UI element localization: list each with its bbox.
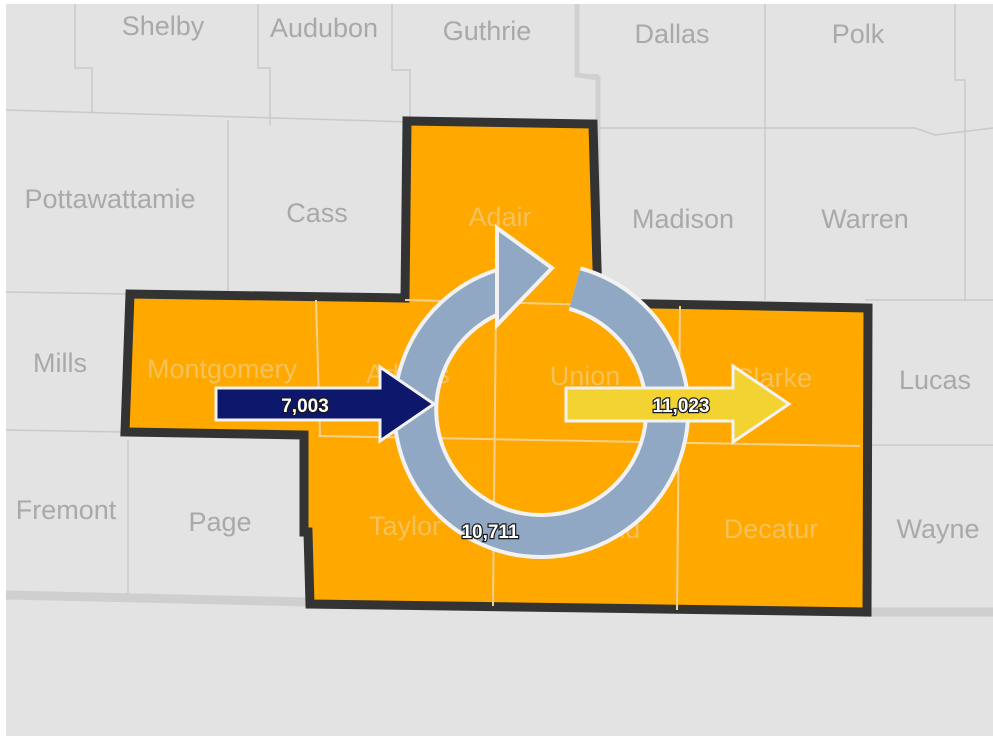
within-value-label: 10,711 bbox=[461, 522, 518, 543]
county-label-cass: Cass bbox=[286, 198, 348, 228]
arrow-right-icon bbox=[214, 364, 437, 444]
county-label-union: Union bbox=[550, 361, 621, 391]
county-label-audubon: Audubon bbox=[270, 13, 378, 43]
county-label-madison: Madison bbox=[632, 204, 734, 234]
county-label-lucas: Lucas bbox=[899, 365, 971, 395]
county-label-warren: Warren bbox=[821, 204, 909, 234]
county-label-page: Page bbox=[188, 507, 251, 537]
county-label-polk: Polk bbox=[832, 19, 885, 49]
county-label-dallas: Dallas bbox=[634, 19, 709, 49]
county-label-guthrie: Guthrie bbox=[443, 16, 532, 46]
county-label-mills: Mills bbox=[33, 348, 87, 378]
county-label-decatur: Decatur bbox=[724, 514, 819, 544]
county-label-fremont: Fremont bbox=[16, 495, 117, 525]
county-label-shelby: Shelby bbox=[122, 11, 205, 41]
county-label-wayne: Wayne bbox=[896, 514, 979, 544]
arrow-right-icon bbox=[564, 363, 792, 445]
county-label-taylor: Taylor bbox=[369, 511, 441, 541]
outflow-arrow bbox=[564, 363, 792, 445]
circular-arrow-icon bbox=[392, 224, 691, 560]
county-label-adair: Adair bbox=[468, 202, 531, 232]
county-label-pottawattamie: Pottawattamie bbox=[24, 184, 195, 214]
inflow-arrow bbox=[214, 364, 437, 444]
inflow-value-label: 7,003 bbox=[281, 396, 329, 417]
outflow-value-label: 11,023 bbox=[652, 396, 709, 417]
county-label-montgomery: Montgomery bbox=[147, 354, 298, 384]
